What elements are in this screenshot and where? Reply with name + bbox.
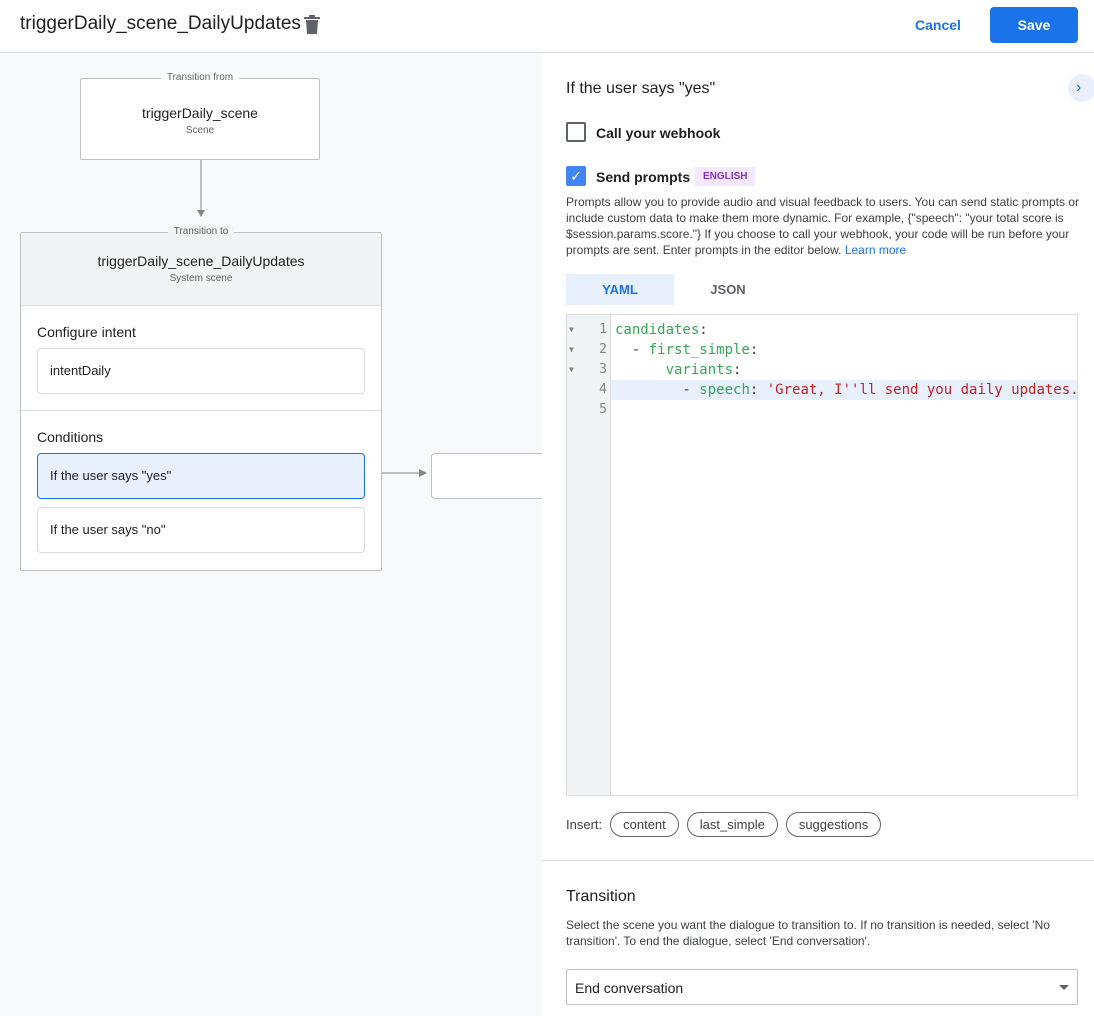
- detail-panel: › If the user says "yes" Call your webho…: [542, 54, 1094, 1016]
- target-node[interactable]: [431, 453, 542, 499]
- line-number: 5: [599, 402, 607, 417]
- scene-name: triggerDaily_scene: [142, 105, 258, 121]
- code-key: variants: [665, 362, 734, 378]
- transition-select[interactable]: End conversation: [566, 969, 1078, 1005]
- code-string: 'Great, I''ll send you daily updates.: [766, 382, 1079, 398]
- transition-from-node[interactable]: Transition from triggerDaily_scene Scene: [80, 72, 320, 160]
- insert-chips: Insert: content last_simple suggestions: [566, 812, 882, 837]
- save-button[interactable]: Save: [990, 7, 1078, 43]
- code-key: first_simple: [648, 342, 750, 358]
- description-text: Prompts allow you to provide audio and v…: [566, 195, 1079, 257]
- line-number: 1: [599, 322, 607, 337]
- page-title: triggerDaily_scene_DailyUpdates: [20, 13, 301, 34]
- dropdown-caret-icon: [1059, 985, 1069, 990]
- legend: Transition from: [160, 72, 240, 83]
- tab-json[interactable]: JSON: [710, 282, 746, 297]
- transition-title: Transition: [566, 888, 636, 905]
- cancel-button[interactable]: Cancel: [904, 8, 972, 42]
- header: triggerDaily_scene_DailyUpdates Cancel S…: [0, 0, 1094, 53]
- scene-name: triggerDaily_scene_DailyUpdates: [97, 253, 305, 269]
- learn-more-link[interactable]: Learn more: [844, 243, 907, 257]
- legend: Transition to: [167, 226, 235, 237]
- panel-title: If the user says "yes": [566, 80, 716, 97]
- code-key: speech: [699, 382, 750, 398]
- intent-item[interactable]: intentDaily: [37, 348, 365, 394]
- trash-icon[interactable]: [304, 15, 320, 34]
- transition-to-node: Transition to triggerDaily_scene_DailyUp…: [20, 226, 382, 571]
- line-number: 2: [599, 342, 607, 357]
- insert-label: Insert:: [566, 817, 603, 832]
- select-value: End conversation: [575, 980, 684, 996]
- scene-type: System scene: [169, 273, 233, 284]
- webhook-checkbox[interactable]: [566, 122, 586, 142]
- conditions-label: Conditions: [37, 429, 104, 445]
- chevron-right-icon[interactable]: ›: [1068, 74, 1094, 102]
- code-key: candidates: [615, 322, 700, 338]
- scene-canvas: Transition from triggerDaily_scene Scene…: [0, 54, 542, 1016]
- line-number: 4: [599, 382, 607, 397]
- prompts-label: Send prompts: [596, 169, 691, 185]
- chip-suggestions[interactable]: suggestions: [785, 812, 882, 837]
- transition-description: Select the scene you want the dialogue t…: [566, 918, 1050, 948]
- tab-yaml[interactable]: YAML: [566, 274, 674, 305]
- chip-content[interactable]: content: [610, 812, 679, 837]
- condition-yes[interactable]: If the user says "yes": [37, 453, 365, 499]
- scene-type: Scene: [185, 125, 215, 136]
- condition-no[interactable]: If the user says "no": [37, 507, 365, 553]
- language-badge: ENGLISH: [695, 167, 756, 186]
- line-number: 3: [599, 362, 607, 377]
- chip-last-simple[interactable]: last_simple: [686, 812, 778, 837]
- webhook-label: Call your webhook: [596, 125, 721, 141]
- prompts-checkbox[interactable]: ✓: [566, 166, 586, 186]
- configure-intent-label: Configure intent: [37, 324, 136, 340]
- prompts-description: Prompts allow you to provide audio and v…: [566, 194, 1086, 258]
